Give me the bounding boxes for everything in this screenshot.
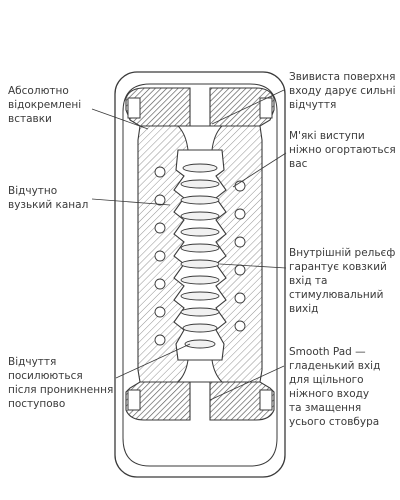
annotation-line: відчуття (289, 99, 337, 111)
top-ring-right (259, 97, 273, 119)
annotation-line: усього стовбура (289, 416, 380, 428)
annotation-line: входу дарує сильні (289, 85, 396, 97)
annotation-line: вхід та (289, 275, 328, 287)
relief-rib (180, 259, 220, 269)
annotation-line: поступово (8, 398, 66, 410)
annotation-line: гладенький вхід (289, 360, 381, 372)
soft-bump (154, 250, 166, 262)
relief-rib (180, 227, 220, 237)
annotation-soft-bumps: М'які виступи ніжно огортаються вас (289, 129, 396, 171)
inner-relief-ribs (180, 163, 220, 349)
relief-rib (180, 179, 220, 189)
annotation-inner-relief: Внутрішній рельєф гарантує ковзкий вхід … (289, 246, 395, 316)
annotation-line: гарантує ковзкий (289, 261, 387, 273)
soft-bump (154, 166, 166, 178)
leader-inner-relief (219, 263, 287, 269)
relief-rib (182, 163, 218, 173)
annotation-line: Абсолютно (8, 85, 69, 97)
annotation-line: вузький канал (8, 199, 89, 211)
annotation-line: ніжно огортаються (289, 144, 396, 156)
case-bottom-curve (122, 437, 278, 467)
soft-bump (234, 236, 246, 248)
annotation-line: Відчуття (8, 356, 57, 368)
leader-soft-bumps (232, 152, 287, 188)
bottom-ring-left (127, 389, 141, 411)
soft-bump (234, 208, 246, 220)
soft-bump (154, 306, 166, 318)
bottom-ring-right (259, 389, 273, 411)
annotation-line: стимулювальний (289, 289, 384, 301)
annotation-sensation-increase: Відчуття посилюються після проникнення п… (8, 355, 113, 411)
annotation-line: та змащення (289, 402, 362, 414)
relief-rib (184, 339, 216, 349)
soft-bumps (154, 166, 246, 346)
annotation-line: після проникнення (8, 384, 114, 396)
annotation-line: вставки (8, 113, 52, 125)
annotation-line: М'які виступи (289, 130, 365, 142)
relief-rib (180, 291, 220, 301)
soft-bump (154, 222, 166, 234)
top-ring-left (127, 97, 141, 119)
relief-rib (180, 195, 220, 205)
soft-bump (234, 320, 246, 332)
leader-lines (91, 89, 287, 401)
annotation-wavy-surface: Звивиста поверхня входу дарує сильні від… (289, 70, 396, 112)
annotation-line: Smooth Pad — (289, 346, 366, 358)
leader-smooth-pad (209, 365, 285, 401)
annotation-line: відокремлені (8, 99, 82, 111)
relief-rib (180, 307, 220, 317)
soft-bump (154, 278, 166, 290)
soft-bump (154, 194, 166, 206)
annotation-line: Звивиста поверхня (289, 71, 396, 83)
relief-rib (182, 323, 218, 333)
annotation-line: вас (289, 158, 308, 170)
annotation-line: посилюються (8, 370, 83, 382)
annotation-inserts: Абсолютно відокремлені вставки (8, 84, 81, 126)
soft-bump (154, 334, 166, 346)
annotation-line: Відчутно (8, 185, 58, 197)
relief-rib (180, 243, 220, 253)
annotation-line: ніжного входу (289, 388, 370, 400)
leader-inserts (91, 108, 149, 130)
soft-bump (234, 292, 246, 304)
relief-rib (180, 275, 220, 285)
annotation-line: вихід (289, 303, 319, 315)
soft-bump (234, 264, 246, 276)
annotation-narrow-channel: Відчутно вузький канал (8, 184, 88, 212)
annotation-line: для щільного (289, 374, 364, 386)
annotation-smooth-pad: Smooth Pad — гладенький вхід для щільног… (289, 345, 380, 429)
leader-wavy-surface (211, 89, 285, 125)
leader-narrow-channel (91, 198, 171, 206)
relief-rib (180, 211, 220, 221)
annotation-line: Внутрішній рельєф (289, 247, 396, 259)
leader-sensation (115, 343, 191, 379)
